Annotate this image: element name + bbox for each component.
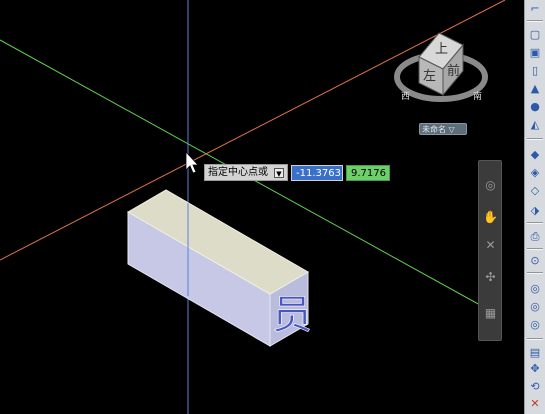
pyramid-icon[interactable]: ◭ [530,118,540,131]
x-axis-line [0,0,506,261]
box-solid[interactable]: 员 [127,189,312,347]
union-icon[interactable]: ◎ [530,282,540,295]
viewcube-right-face[interactable] [442,43,464,97]
toolbar-separator [527,338,543,340]
steering-wheel-icon[interactable]: ◎ [485,178,496,192]
toolbar-separator [527,248,543,250]
box-face-glyph: 员 [272,292,312,338]
revolve-icon[interactable]: ⊙ [530,254,540,267]
viewcube-left-label: 左 [423,69,436,84]
toolbar-separator [527,138,543,140]
viewcube-right-label: 前 [447,63,460,79]
sphere-icon[interactable]: ● [530,100,540,113]
intersect-icon[interactable]: ◎ [530,318,540,331]
wedge-icon[interactable]: ◆ [530,148,540,161]
showmotion-icon[interactable]: ▦ [484,306,497,320]
toolbar-separator [527,20,543,22]
compass-south-label[interactable]: 南 [473,90,482,102]
torus-icon[interactable]: ◈ [530,166,540,179]
zoom-extents-icon[interactable]: ✕ [485,238,496,252]
extrude-icon[interactable]: ⬗ [530,204,540,217]
mouse-cursor-icon [185,150,199,174]
modeling-toolbar: ⌐ ▢ ▣ ▯ ▲ ● ◭ ◆ ◈ ◇ ⬗ ⎙ ⊙ ◎ ◎ ◎ ▤ ✥ ⟲ ✕ [524,0,545,414]
box-icon[interactable]: ▣ [529,46,541,59]
ucs-icon[interactable]: ▢ [529,28,541,41]
y-coordinate-input[interactable]: 9.7176 [346,164,390,181]
dropdown-arrow-icon[interactable]: ▼ [274,167,284,178]
prompt-label: 指定中心点或 [208,167,268,178]
ucs-menu-button[interactable]: 未命名 ▽ [419,123,467,135]
move-3d-icon[interactable]: ✥ [530,362,540,375]
viewcube[interactable]: 上 左 前 西 南 [393,25,493,113]
prompt-label-box: 指定中心点或 ▼ [204,164,288,181]
cone-icon[interactable]: ▲ [530,82,540,95]
viewcube-top-label: 上 [435,42,448,57]
subtract-icon[interactable]: ◎ [530,300,540,313]
polysolid-icon[interactable]: ◇ [530,184,540,197]
cylinder-icon[interactable]: ▯ [531,64,539,77]
x-coordinate-input[interactable]: -11.3763 [291,164,343,181]
camera-icon[interactable]: ⎙ [530,230,540,243]
orbit-icon[interactable]: ✣ [485,270,496,284]
delete-icon[interactable]: ✕ [530,397,540,410]
toolbar-separator [527,222,543,224]
slice-icon[interactable]: ▤ [529,346,541,359]
drawing-canvas[interactable]: 员 [0,0,524,414]
model-space-viewport[interactable]: 员 指定中心点或 ▼ -11.3763 9.7176 上 左 前 西 南 未命名… [0,0,524,414]
compass-west-label[interactable]: 西 [401,91,410,102]
navigation-bar[interactable]: ◎ ✋ ✕ ✣ ▦ [478,160,502,341]
pan-hand-icon[interactable]: ✋ [483,210,498,224]
toolbar-separator [527,272,543,274]
box-top-face [127,189,309,295]
dynamic-input-tooltip: 指定中心点或 ▼ -11.3763 9.7176 [204,164,390,181]
rotate-3d-icon[interactable]: ⟲ [530,380,540,393]
ucs-world-icon[interactable]: ⌐ [530,2,540,15]
